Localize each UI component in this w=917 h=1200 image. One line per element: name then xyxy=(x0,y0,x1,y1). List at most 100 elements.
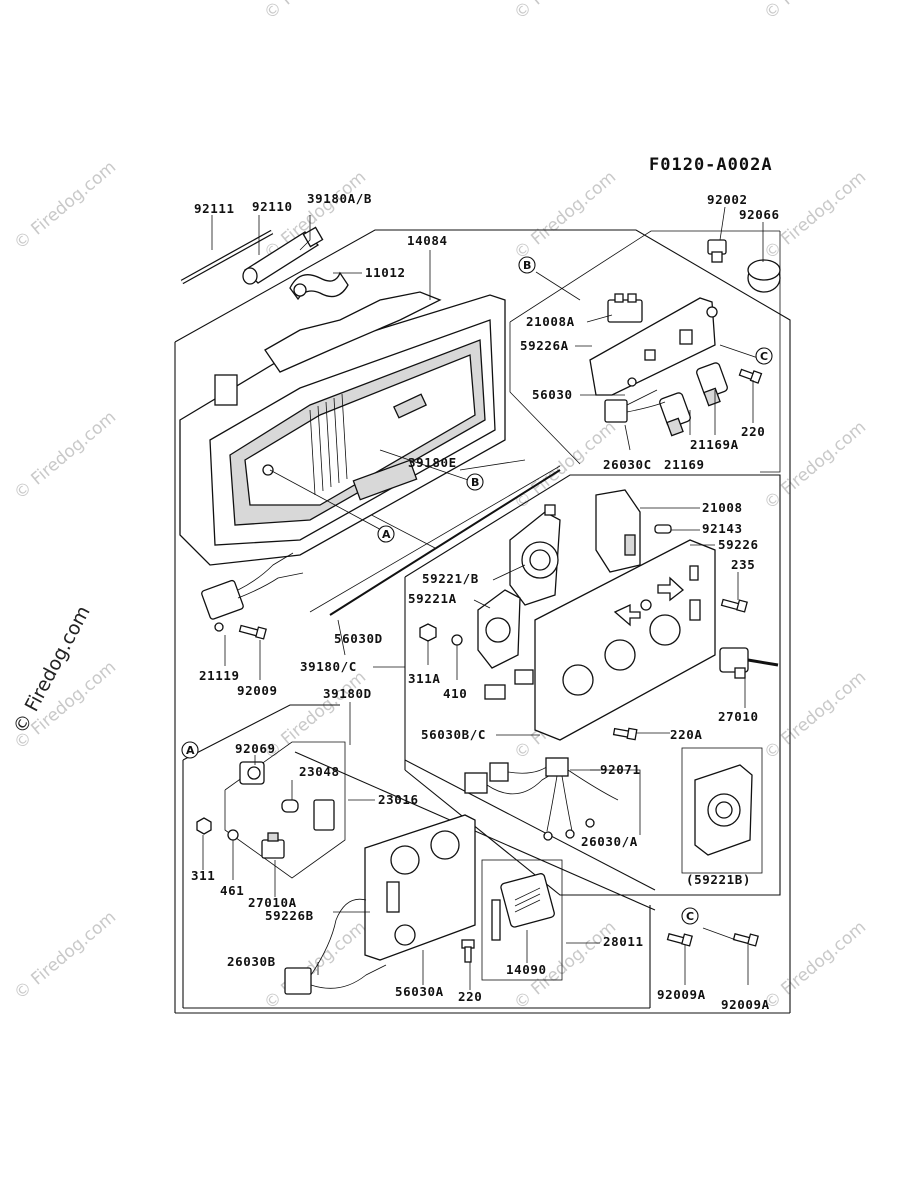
wire-56030D xyxy=(329,469,561,616)
terminal-21169A xyxy=(696,362,728,407)
clamp-11012 xyxy=(289,271,349,301)
label-26030C: 26030C xyxy=(603,457,652,472)
label-39180E: 39180E xyxy=(408,455,457,470)
panel-59226A xyxy=(589,297,718,396)
label-59226B: 59226B xyxy=(265,908,314,923)
screw-220A xyxy=(612,727,638,741)
diagram-code: F0120-A002A xyxy=(649,155,773,175)
marker-circle xyxy=(755,347,773,365)
harness-26030B xyxy=(284,898,387,995)
label-39180C: 39180/C xyxy=(300,659,357,674)
label-39180AB: 39180A/B xyxy=(307,191,372,206)
marker-circle xyxy=(377,525,395,543)
switch-27010A xyxy=(261,832,285,859)
label-92069: 92069 xyxy=(235,741,276,756)
label-56030D: 56030D xyxy=(334,631,383,646)
nut-311 xyxy=(196,817,212,835)
leader-lines xyxy=(202,206,765,990)
label-26030A: 26030/A xyxy=(581,834,638,849)
label-14084: 14084 xyxy=(407,233,448,248)
bolt-92009A-2 xyxy=(732,932,759,947)
faint-watermark: © Firedog.com xyxy=(760,917,870,1014)
faint-watermark: © Firedog.com xyxy=(760,667,870,764)
faint-watermark: © Firedog.com xyxy=(260,667,370,764)
faint-watermark: © Firedog.com xyxy=(10,407,120,504)
label-461: 461 xyxy=(220,883,244,898)
housing-14084 xyxy=(179,291,506,566)
marker-circle xyxy=(681,907,699,925)
label-311: 311 xyxy=(191,868,215,883)
label-26030B: 26030B xyxy=(227,954,276,969)
label-59221B-box: (59221B) xyxy=(686,872,751,887)
washer-410 xyxy=(451,634,463,646)
faint-watermark: © Firedog.com xyxy=(510,0,620,24)
marker-B-main: B xyxy=(471,476,479,489)
label-59226: 59226 xyxy=(718,537,759,552)
lamp-92069 xyxy=(239,761,265,785)
label-92009A-1: 92009A xyxy=(657,987,706,1002)
label-27010A: 27010A xyxy=(248,895,297,910)
label-21008: 21008 xyxy=(702,500,743,515)
label-92066: 92066 xyxy=(739,207,780,222)
receptacle-boxed-59221B xyxy=(694,764,753,856)
label-220A: 220A xyxy=(670,727,703,742)
regulator-21119 xyxy=(201,552,304,632)
marker-B-panel: B xyxy=(523,259,531,272)
label-23048: 23048 xyxy=(299,764,340,779)
part-labels: 92111 92110 39180A/B 14084 11012 92002 9… xyxy=(191,191,780,1012)
terminal-21169 xyxy=(659,392,691,437)
label-28011: 28011 xyxy=(603,934,644,949)
harness-56030 xyxy=(604,389,666,423)
label-92071: 92071 xyxy=(600,762,641,777)
bolt-92009A-1 xyxy=(666,932,693,947)
nut-311A xyxy=(419,623,437,642)
faint-watermark: © Firedog.com xyxy=(260,0,370,24)
marker-C-box: C xyxy=(686,910,694,923)
label-14090: 14090 xyxy=(506,962,547,977)
label-27010: 27010 xyxy=(718,709,759,724)
screw-220 xyxy=(738,368,763,384)
bulb-23048 xyxy=(281,799,299,813)
label-92009A-2: 92009A xyxy=(721,997,770,1012)
receptacle-59221B xyxy=(509,504,561,606)
label-56030BC: 56030B/C xyxy=(421,727,486,742)
faint-watermark: © Firedog.com xyxy=(760,417,870,514)
section-markers: A B B C A C xyxy=(181,256,773,925)
faint-watermark: © Firedog.com xyxy=(10,157,120,254)
label-220: 220 xyxy=(741,424,765,439)
label-92143: 92143 xyxy=(702,521,743,536)
label-21169A: 21169A xyxy=(690,437,739,452)
marker-A-box: A xyxy=(186,744,195,757)
label-11012: 11012 xyxy=(365,265,406,280)
pipe-92110 xyxy=(242,226,324,285)
label-21119: 21119 xyxy=(199,668,240,683)
faint-watermark: © Firedog.com xyxy=(10,907,120,1004)
toggle-27010 xyxy=(719,647,779,679)
panel-59226B xyxy=(364,814,476,961)
breaker-21008A xyxy=(607,293,643,323)
cap-92066 xyxy=(747,259,781,293)
screw-235 xyxy=(720,598,748,613)
receptacle-59221A xyxy=(477,589,521,669)
faint-watermark: © Firedog.com xyxy=(510,167,620,264)
marker-C-panel: C xyxy=(760,350,768,363)
faint-watermark: © Firedog.com xyxy=(260,917,370,1014)
harness-56030BC xyxy=(464,669,568,795)
marker-circle xyxy=(518,256,536,274)
label-56030: 56030 xyxy=(532,387,573,402)
breaker-21008 xyxy=(595,489,641,573)
label-92002: 92002 xyxy=(707,192,748,207)
washer-461 xyxy=(227,829,239,841)
plug-92002 xyxy=(707,239,727,263)
panel-59226 xyxy=(534,539,716,741)
spacer-92143 xyxy=(654,524,672,534)
label-410: 410 xyxy=(443,686,467,701)
label-311A: 311A xyxy=(408,671,441,686)
label-92111: 92111 xyxy=(194,201,235,216)
label-56030A: 56030A xyxy=(395,984,444,999)
label-59226A: 59226A xyxy=(520,338,569,353)
label-39180D: 39180D xyxy=(323,686,372,701)
label-21008A: 21008A xyxy=(526,314,575,329)
label-23016: 23016 xyxy=(378,792,419,807)
